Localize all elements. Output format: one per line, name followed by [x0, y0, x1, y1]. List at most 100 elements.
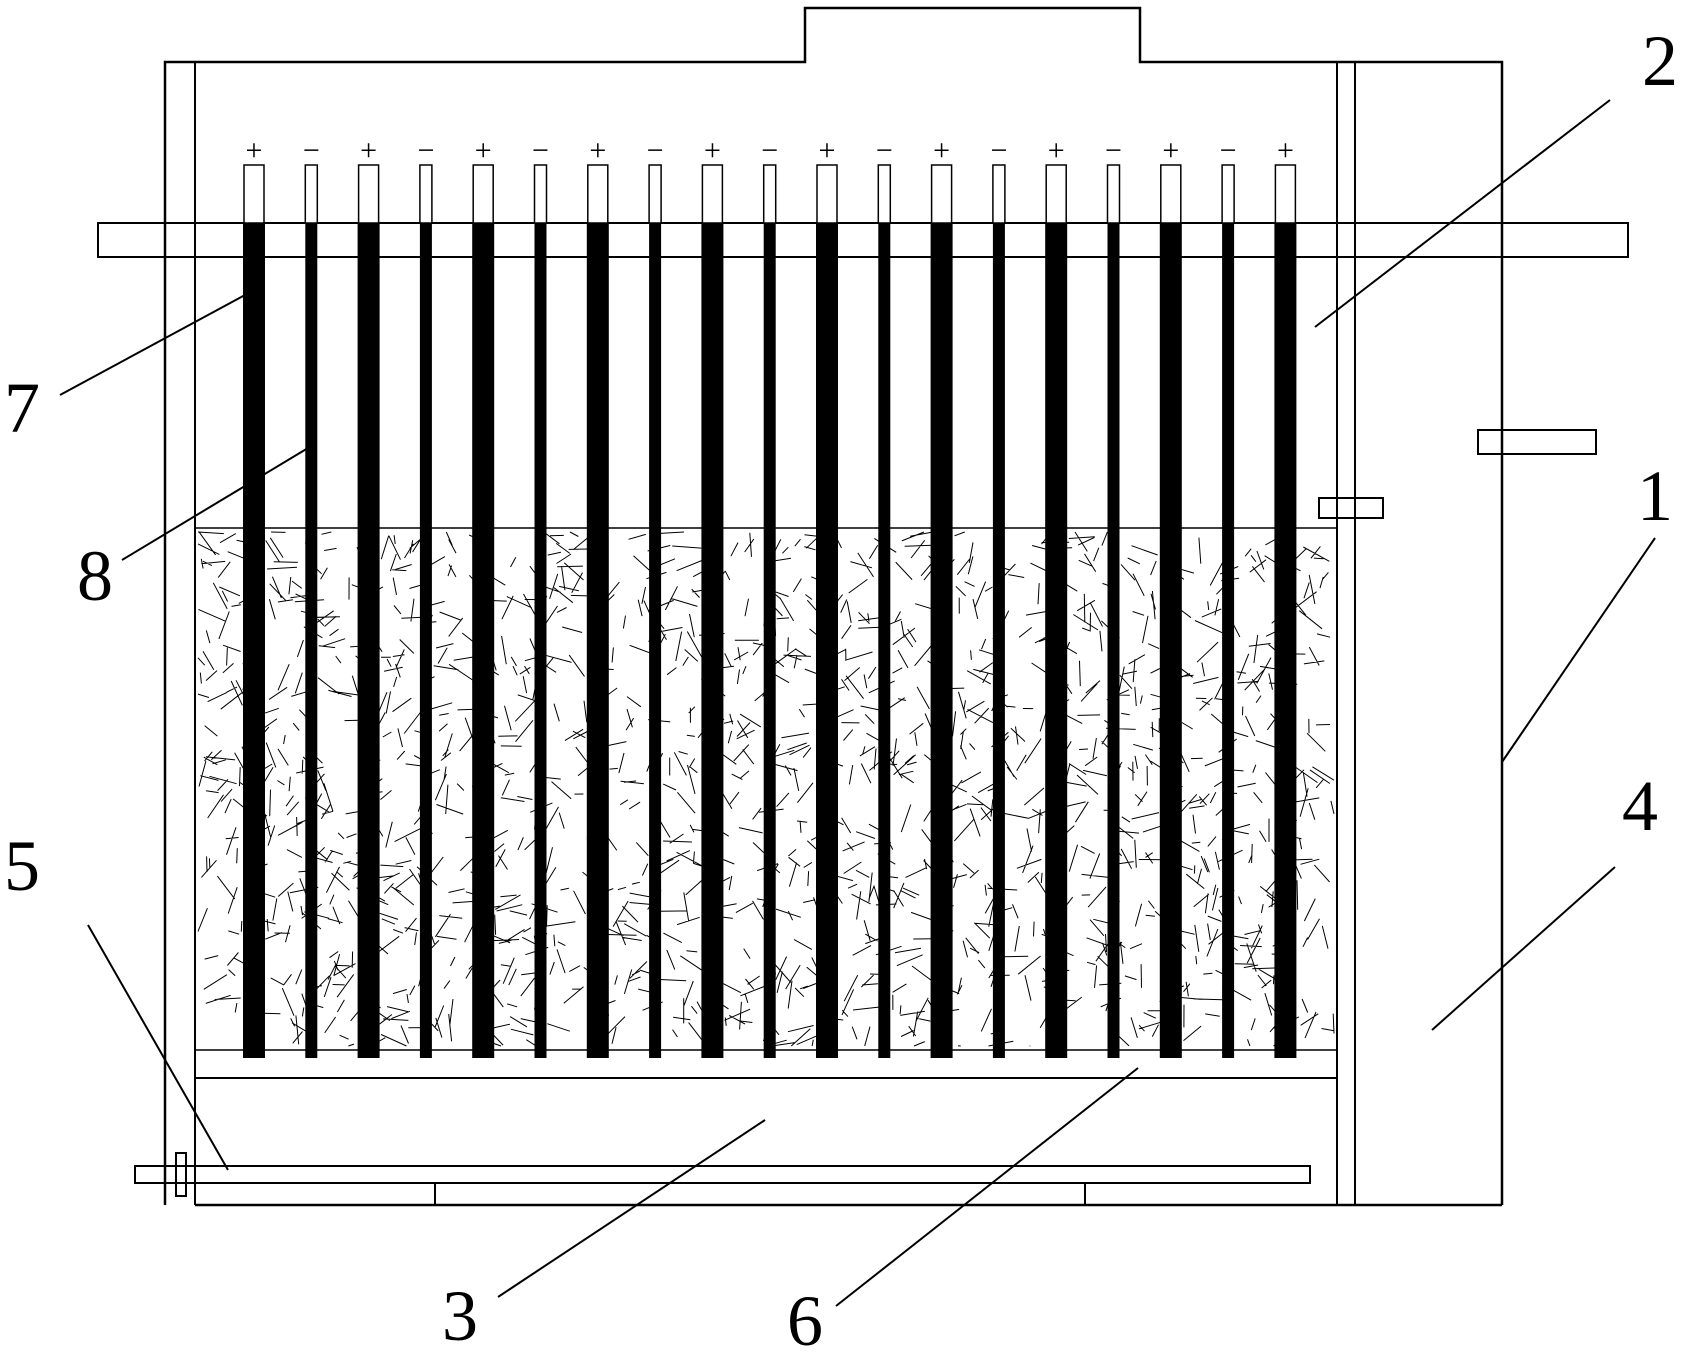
minus-sign: −	[761, 134, 778, 167]
plus-sign: +	[246, 134, 263, 167]
callout-4: 4	[1622, 766, 1658, 846]
electrode-12-cathode: −	[876, 134, 893, 1058]
electrode-support-bar	[97, 222, 1629, 258]
leader-line-7	[59, 294, 246, 396]
callout-2: 2	[1642, 21, 1678, 101]
electrode-plate	[878, 223, 891, 1058]
inlet-valve	[175, 1152, 187, 1197]
electrode-plate	[649, 223, 662, 1058]
electrode-array: + − + − + − + − + − + − + − + − + − +	[243, 134, 1297, 1058]
electrode-terminal	[816, 164, 838, 224]
electrode-4-cathode: −	[417, 134, 434, 1058]
electrode-18-cathode: −	[1220, 134, 1237, 1058]
tank-outer-wall	[163, 6, 1504, 1205]
electrode-8-cathode: −	[647, 134, 664, 1058]
minus-sign: −	[990, 134, 1007, 167]
electrode-terminal	[1106, 164, 1121, 224]
electrode-13-anode: +	[930, 134, 953, 1058]
electrode-plate	[472, 223, 495, 1058]
plus-sign: +	[360, 134, 377, 167]
electrode-terminal	[304, 164, 319, 224]
electrode-plate	[930, 223, 953, 1058]
partition-outlet-tab	[1318, 497, 1384, 519]
electrode-terminal	[357, 164, 380, 224]
callout-1: 1	[1637, 456, 1673, 536]
leader-line-1	[1501, 537, 1656, 763]
electrode-terminal	[701, 164, 724, 224]
callout-5: 5	[4, 826, 40, 906]
electrode-plate	[1274, 223, 1297, 1058]
electrode-terminal	[533, 164, 548, 224]
minus-sign: −	[303, 134, 320, 167]
electrode-19-anode: +	[1274, 134, 1297, 1058]
callout-8: 8	[77, 536, 113, 616]
electrode-terminal	[243, 164, 265, 224]
electrode-plate	[1159, 223, 1182, 1058]
electrode-plate	[992, 223, 1005, 1058]
electrode-terminal	[930, 164, 953, 224]
electrode-plate	[419, 223, 432, 1058]
electrode-plate	[763, 223, 776, 1058]
minus-sign: −	[417, 134, 434, 167]
plus-sign: +	[1277, 134, 1294, 167]
plus-sign: +	[933, 134, 950, 167]
leader-line-6	[835, 1067, 1139, 1307]
callout-3: 3	[442, 1276, 478, 1350]
minus-sign: −	[1105, 134, 1122, 167]
electrode-7-anode: +	[586, 134, 609, 1058]
electrode-terminal	[1274, 164, 1297, 224]
electrode-3-anode: +	[357, 134, 380, 1058]
electrode-9-anode: +	[701, 134, 724, 1058]
leader-line-5	[87, 924, 229, 1171]
leader-line-3	[497, 1119, 766, 1298]
inlet-pipe	[134, 1165, 1311, 1184]
plus-sign: +	[589, 134, 606, 167]
plus-sign: +	[1162, 134, 1179, 167]
electrode-terminal	[992, 164, 1006, 224]
electrode-14-cathode: −	[990, 134, 1007, 1058]
electrode-1-anode: +	[243, 134, 265, 1058]
electrode-terminal	[648, 164, 662, 224]
minus-sign: −	[1220, 134, 1237, 167]
electrode-11-anode: +	[816, 134, 838, 1058]
callout-6: 6	[787, 1281, 823, 1350]
electrode-plate	[1107, 223, 1120, 1058]
electrode-terminal	[472, 164, 494, 224]
electrode-terminal	[877, 164, 892, 224]
minus-sign: −	[876, 134, 893, 167]
electrode-15-anode: +	[1045, 134, 1068, 1058]
electrode-plate	[586, 223, 609, 1058]
leader-line-2	[1314, 99, 1611, 328]
plus-sign: +	[1048, 134, 1065, 167]
electrode-plate	[1045, 223, 1068, 1058]
minus-sign: −	[532, 134, 549, 167]
electrode-plate	[243, 223, 265, 1058]
electrode-plate	[305, 223, 318, 1058]
plus-sign: +	[704, 134, 721, 167]
leader-line-8	[121, 447, 309, 561]
electrode-terminal	[419, 164, 433, 224]
chamber-outlet-tab	[1477, 429, 1597, 455]
electrode-terminal	[587, 164, 609, 224]
electrode-16-cathode: −	[1105, 134, 1122, 1058]
electrode-plate	[816, 223, 838, 1058]
electrode-17-anode: +	[1159, 134, 1182, 1058]
electrode-10-cathode: −	[761, 134, 778, 1058]
leader-line-4	[1431, 866, 1616, 1031]
electrode-terminal	[762, 164, 777, 224]
electrode-plate	[534, 223, 547, 1058]
electrode-plate	[701, 223, 724, 1058]
plus-sign: +	[819, 134, 836, 167]
electrode-6-cathode: −	[532, 134, 549, 1058]
electrode-terminal	[1221, 164, 1235, 224]
electrode-terminal	[1160, 164, 1182, 224]
electrode-plate	[1222, 223, 1235, 1058]
callout-7: 7	[4, 368, 40, 448]
minus-sign: −	[647, 134, 664, 167]
electrode-5-anode: +	[472, 134, 495, 1058]
plus-sign: +	[475, 134, 492, 167]
electrode-plate	[357, 223, 380, 1058]
electrode-terminal	[1045, 164, 1067, 224]
